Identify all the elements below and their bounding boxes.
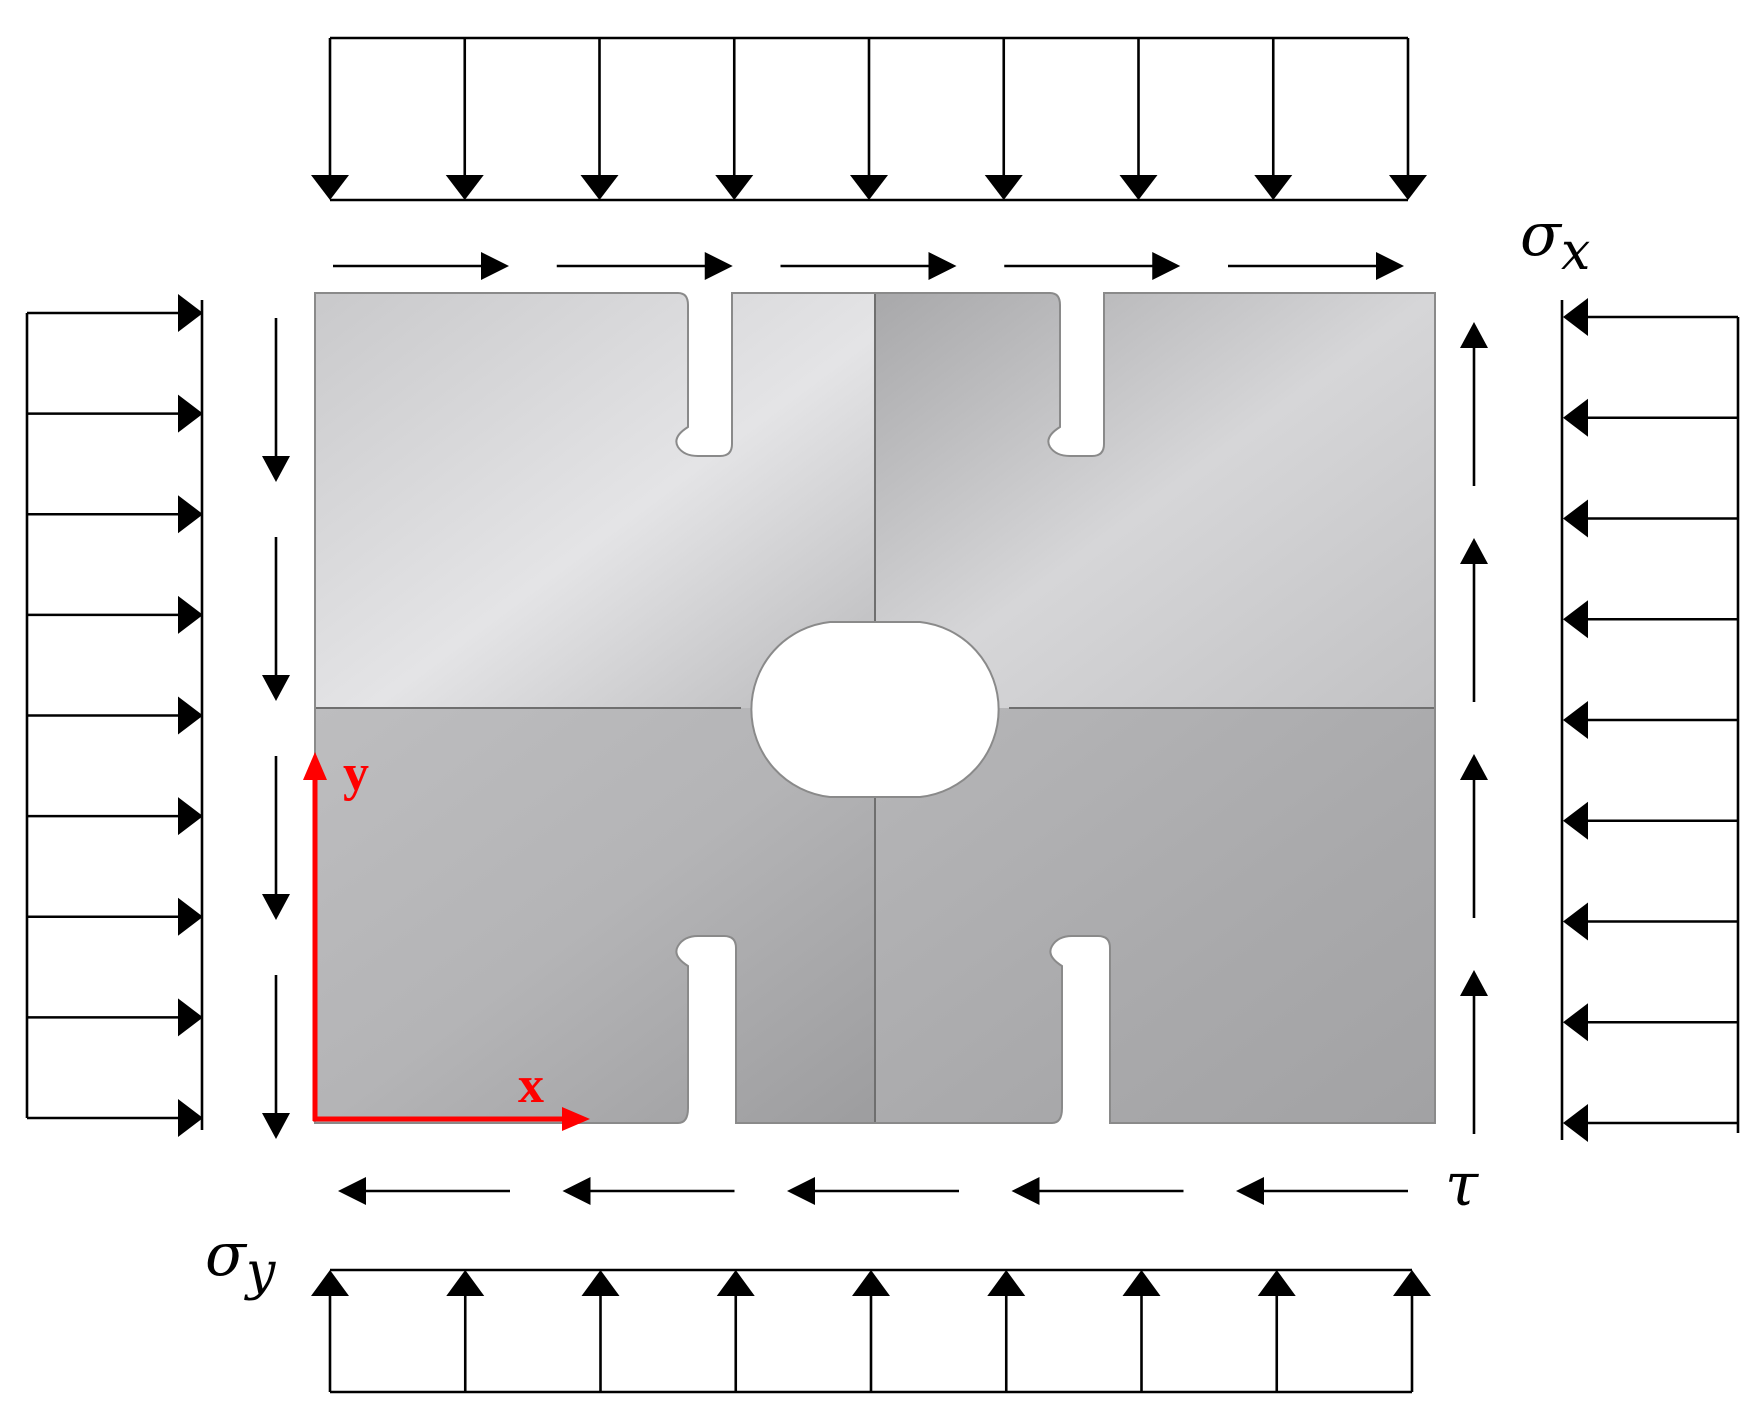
top-shear-arrowhead: [1376, 252, 1404, 280]
left-shear-arrowhead: [262, 675, 290, 701]
right-load-arrowhead: [1563, 801, 1588, 840]
right-load-arrowhead: [1563, 398, 1588, 437]
bottom-shear-arrowhead: [787, 1177, 815, 1205]
left-load-arrowhead: [178, 897, 203, 936]
coordinate-axes: y x: [303, 745, 590, 1131]
plate-quadrant-bottom-right: [875, 708, 1435, 1123]
left-shear-arrowhead: [262, 894, 290, 920]
left-load-arrowhead: [178, 696, 203, 735]
left-load-arrowhead: [178, 1099, 203, 1137]
top-load-arrowhead: [1389, 175, 1427, 200]
top-compression-load: [311, 36, 1427, 202]
bottom-load-arrowhead: [716, 1270, 755, 1296]
plate-quadrant-top-right: [875, 293, 1435, 708]
top-shear-arrowhead: [704, 252, 733, 280]
right-shear-arrowhead: [1460, 970, 1488, 996]
bottom-shear-arrowhead: [1011, 1177, 1040, 1205]
top-load-arrowhead: [445, 175, 484, 200]
top-load-arrowhead: [850, 175, 888, 200]
plate: [314, 292, 1436, 1124]
left-load-arrowhead: [178, 595, 203, 634]
bottom-compression-load: [311, 1268, 1431, 1394]
right-load-arrowhead: [1563, 1003, 1588, 1042]
bottom-load-arrowhead: [1257, 1270, 1296, 1296]
top-shear-arrowhead: [928, 252, 957, 280]
left-load-arrowhead: [178, 797, 203, 836]
left-load-arrowhead: [178, 998, 203, 1037]
bottom-shear-arrowhead: [338, 1177, 366, 1205]
left-shear-arrows: [262, 318, 290, 1139]
top-load-arrowhead: [1119, 175, 1158, 200]
right-shear-arrows: [1460, 322, 1488, 1134]
top-load-arrowhead: [580, 175, 619, 200]
top-shear-arrows: [333, 252, 1404, 280]
right-shear-arrowhead: [1460, 322, 1488, 348]
left-load-arrowhead: [178, 294, 203, 332]
right-load-arrowhead: [1563, 701, 1588, 739]
top-load-arrowhead: [311, 175, 349, 200]
x-axis-arrowhead: [562, 1107, 590, 1131]
plate-quadrant-bottom-left: [315, 708, 875, 1123]
plate-outline: [314, 292, 1436, 1124]
right-shear-arrowhead: [1460, 754, 1488, 780]
top-load-arrowhead: [715, 175, 754, 200]
bottom-load-arrowhead: [1122, 1270, 1161, 1296]
right-compression-load: [1560, 298, 1740, 1142]
bottom-load-arrowhead: [1393, 1270, 1431, 1296]
x-axis-label: x: [518, 1057, 544, 1114]
bottom-load-arrowhead: [581, 1270, 620, 1296]
right-load-arrowhead: [1563, 1104, 1588, 1142]
bottom-shear-arrows: [338, 1177, 1408, 1205]
top-load-arrowhead: [1254, 175, 1293, 200]
right-load-arrowhead: [1563, 499, 1588, 538]
sigma-y-label: σy: [205, 1220, 276, 1302]
y-axis-arrowhead: [303, 752, 327, 780]
left-tension-load: [25, 294, 204, 1137]
bottom-load-arrowhead: [311, 1270, 349, 1296]
right-load-arrowhead: [1563, 600, 1588, 639]
bottom-shear-arrowhead: [562, 1177, 591, 1205]
sigma-x-label: σx: [1520, 200, 1590, 282]
plate-quadrant-top-left: [315, 293, 875, 708]
bottom-load-arrowhead: [987, 1270, 1026, 1296]
tau-label: τ: [1445, 1150, 1479, 1220]
left-shear-arrowhead: [262, 456, 290, 482]
right-load-arrowhead: [1563, 902, 1588, 941]
right-shear-arrowhead: [1460, 538, 1488, 564]
left-load-arrowhead: [178, 394, 203, 433]
bottom-load-arrowhead: [446, 1270, 485, 1296]
left-shear-arrowhead: [262, 1113, 290, 1139]
top-load-arrowhead: [984, 175, 1023, 200]
right-load-arrowhead: [1563, 298, 1588, 336]
bottom-load-arrowhead: [852, 1270, 890, 1296]
bottom-shear-arrowhead: [1236, 1177, 1264, 1205]
left-load-arrowhead: [178, 495, 203, 534]
top-shear-arrowhead: [1152, 252, 1181, 280]
y-axis-label: y: [343, 745, 369, 802]
top-shear-arrowhead: [481, 252, 509, 280]
